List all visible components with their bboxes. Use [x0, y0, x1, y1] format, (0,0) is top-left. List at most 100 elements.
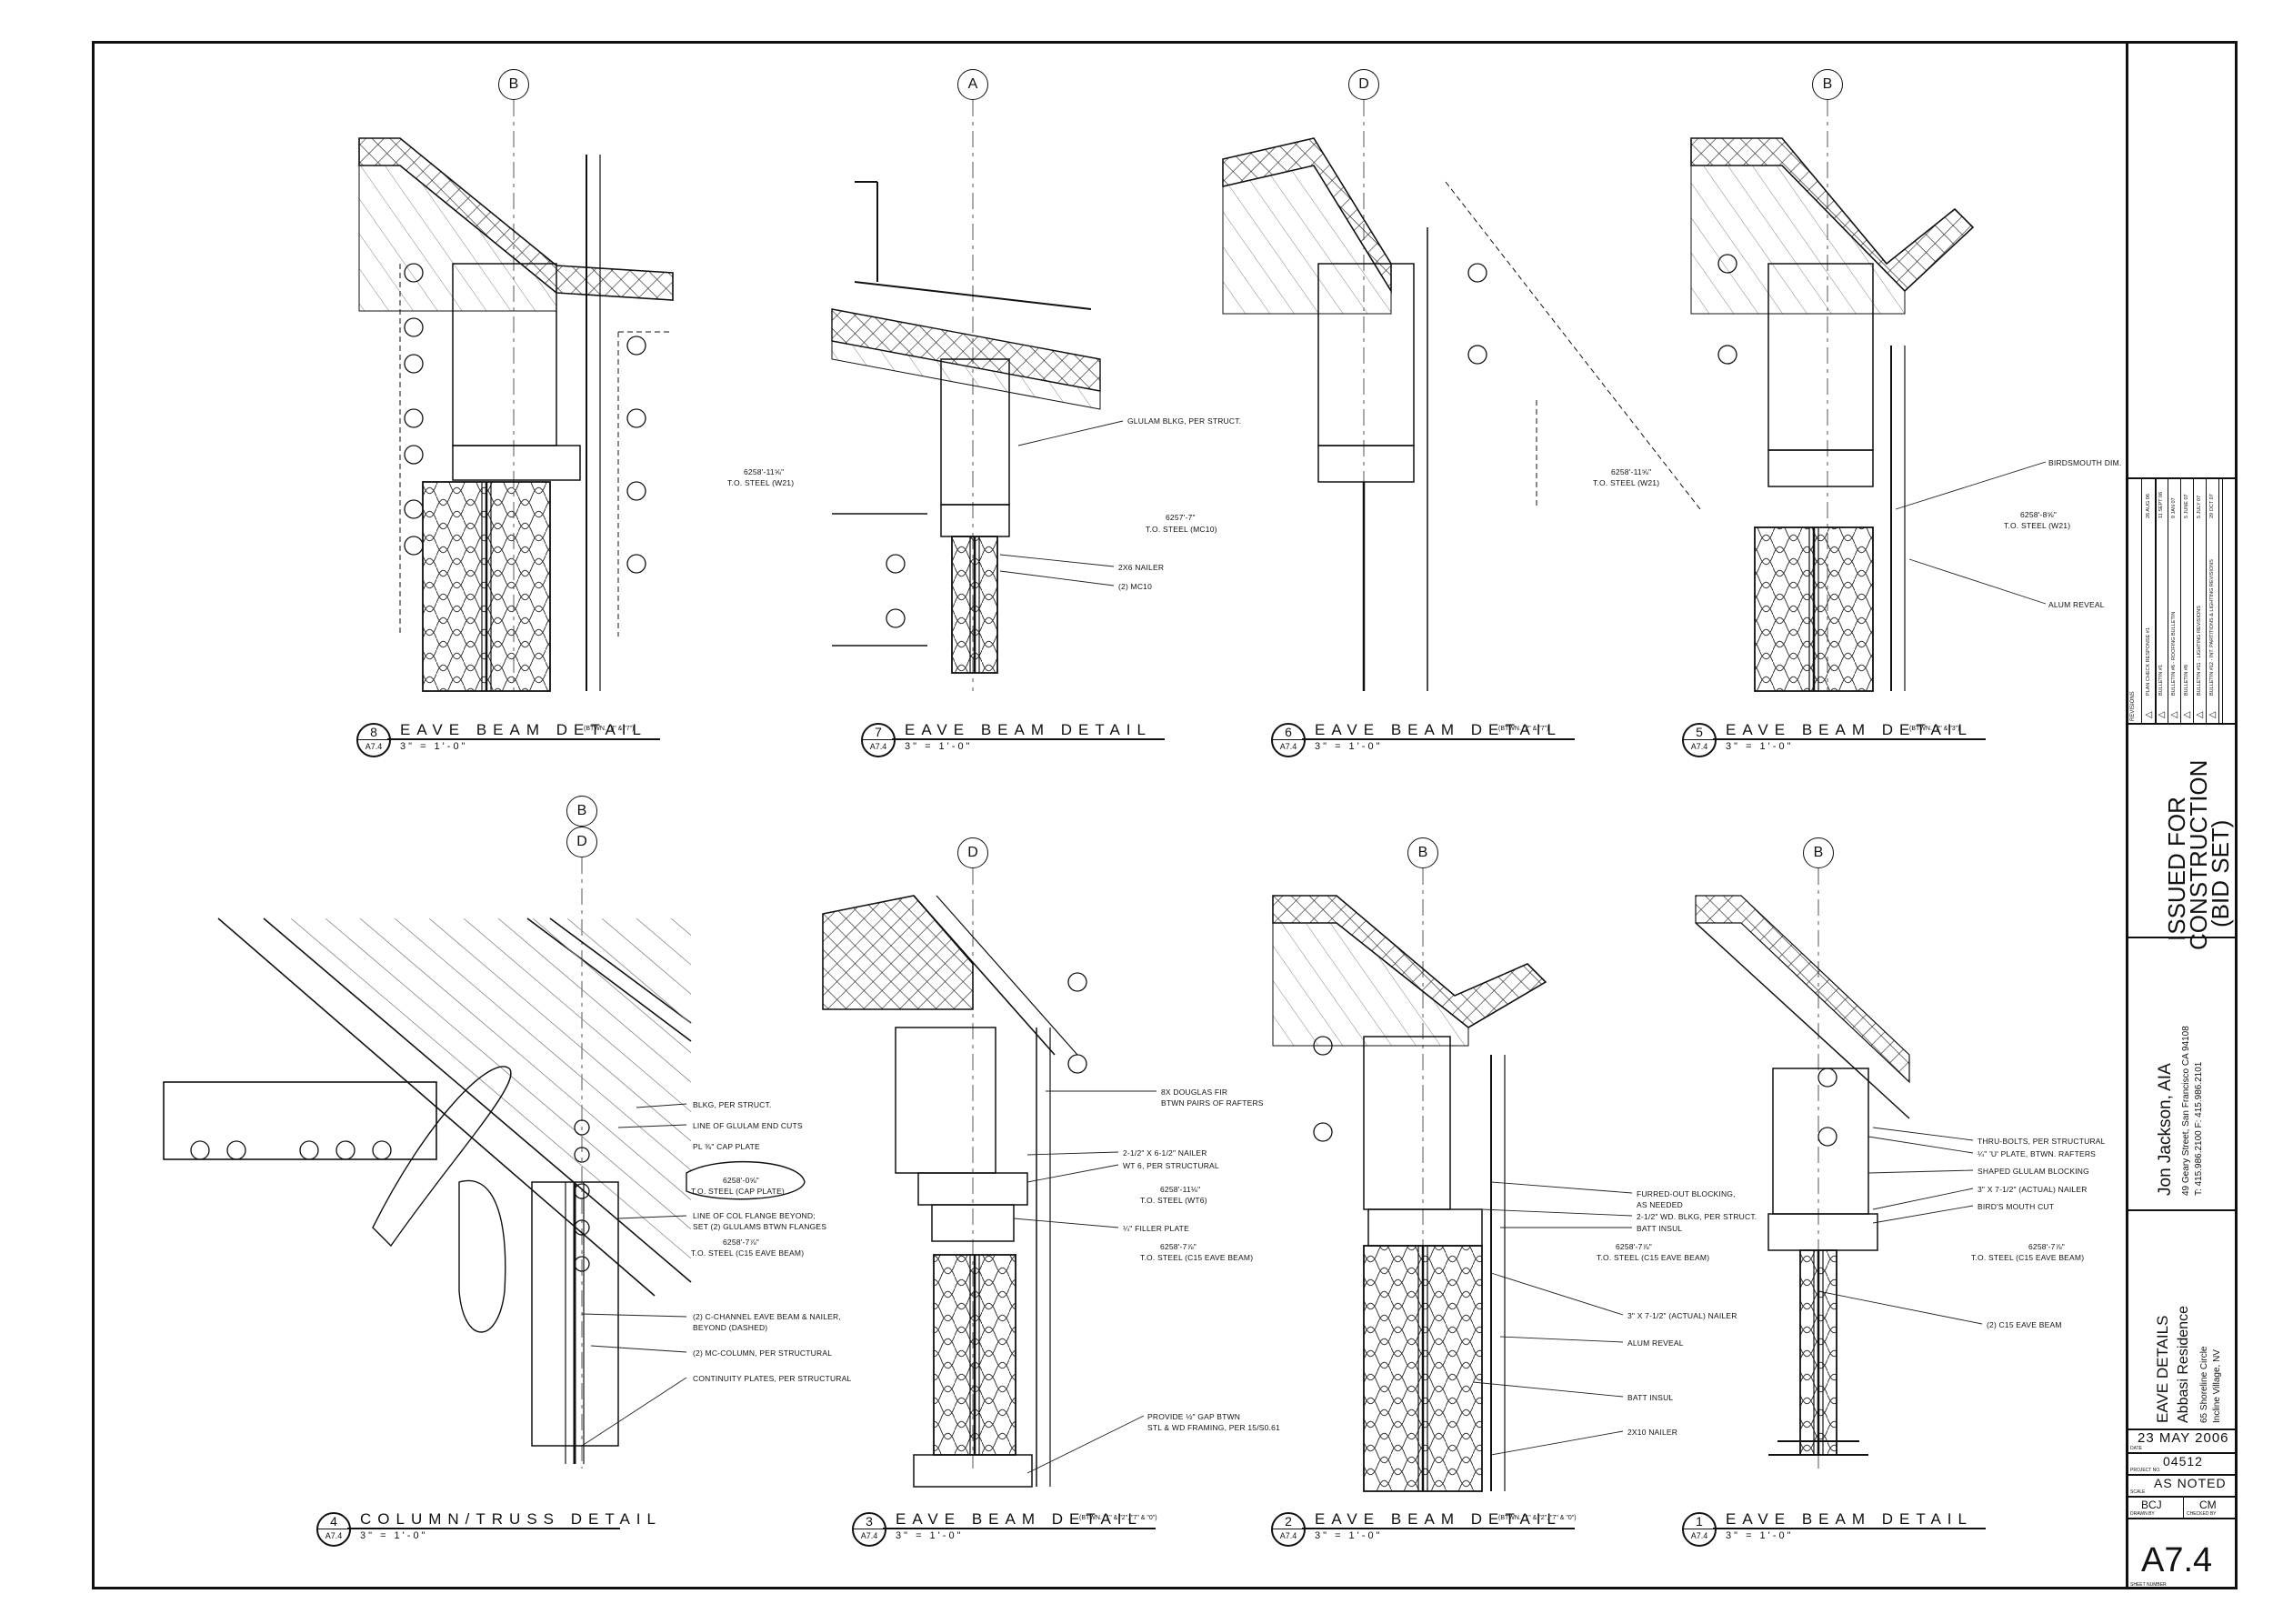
detail-sheet-ref: A7.4	[365, 742, 383, 751]
drafting-line	[1481, 1208, 1633, 1217]
d5-elevation: 6258'-8⅝"	[2020, 510, 2057, 519]
bolt-hole	[886, 554, 906, 574]
framing-member	[1767, 449, 1874, 487]
detail-title: EAVE BEAM DETAIL	[905, 721, 1152, 738]
d2-elevation: 6258'-7⅞"	[1616, 1242, 1652, 1251]
drafting-line	[1872, 1188, 1974, 1210]
drafting-line	[1867, 1169, 1974, 1174]
bolt-hole	[404, 445, 424, 465]
revision-cloud	[686, 1161, 806, 1200]
detail-title-underline	[1713, 1528, 1986, 1529]
bolt-hole	[1717, 345, 1737, 365]
d8-elevation-sub: T.O. STEEL (W21)	[727, 478, 795, 487]
framing-member	[452, 445, 581, 481]
d1-elevation-sub: T.O. STEEL (C15 EAVE BEAM)	[1971, 1253, 2085, 1262]
detail-title: COLUMN/TRUSS DETAIL	[360, 1510, 662, 1528]
drafting-line	[1490, 1181, 1633, 1194]
detail-scale: 3" = 1'-0"	[1726, 1530, 1794, 1541]
drafting-line	[394, 917, 692, 1171]
bolt-hole	[190, 1140, 210, 1160]
project-no-label: PROJECT NO.	[2130, 1468, 2161, 1473]
drafting-line	[581, 1313, 687, 1318]
revision-cloud	[458, 1179, 506, 1333]
drafting-line	[497, 917, 692, 1083]
d2-note-batt: BATT INSUL	[1637, 1224, 1683, 1233]
drafting-line	[670, 917, 692, 937]
revision-date: 29 OCT 07	[2209, 494, 2215, 518]
detail-title-underline	[1302, 1528, 1575, 1529]
bolt-hole	[1313, 1036, 1333, 1056]
detail-number: 4	[318, 1514, 349, 1529]
detail-sheet-ref: A7.4	[325, 1531, 343, 1540]
d3-note-fir: 8X DOUGLAS FIR	[1161, 1088, 1228, 1097]
bolt-hole	[1817, 1068, 1837, 1088]
d1-note-glulam: SHAPED GLULAM BLOCKING	[1978, 1167, 2089, 1176]
d3-note-gap-2: STL & WD FRAMING, PER 15/S0.61	[1147, 1423, 1280, 1432]
detail-sheet-ref: A7.4	[1690, 1531, 1708, 1540]
sheet-number: A7.4	[2141, 1541, 2213, 1579]
detail-subtitle: (BTWN. "2" & "3")	[1909, 726, 1960, 732]
detail-number: 1	[1684, 1514, 1715, 1529]
d4-elevation-2-sub: T.O. STEEL (C15 EAVE BEAM)	[691, 1248, 805, 1258]
d3-note-filler: ¼" FILLER PLATE	[1123, 1224, 1189, 1233]
d1-note-nailer: 3" X 7-1/2" (ACTUAL) NAILER	[1978, 1185, 2088, 1194]
d2-note-furred: FURRED-OUT BLOCKING,	[1637, 1189, 1736, 1198]
project-address-1: 65 Shoreline Circle	[2199, 1346, 2209, 1424]
drafting-line	[1872, 1127, 1974, 1141]
revision-date: 5 JULY 07	[2197, 495, 2202, 518]
detail-scale: 3" = 1'-0"	[400, 741, 468, 752]
revision-description: BULLETIN #1	[2158, 665, 2164, 696]
d5-note-reveal: ALUM REVEAL	[2048, 600, 2105, 609]
grid-line-bubble: D	[566, 827, 597, 857]
drafting-line	[1026, 1164, 1119, 1183]
bolt-hole	[574, 1256, 590, 1272]
grid-line-bubble: B	[1803, 837, 1834, 868]
bolt-hole	[1717, 254, 1737, 274]
drafting-line	[636, 1103, 687, 1108]
d4-note-column: (2) MC-COLUMN, PER STRUCTURAL	[693, 1348, 833, 1358]
d3-elevation-2: 6258'-7⅞"	[1160, 1242, 1197, 1251]
project-name: Abbasi Residence	[2176, 1306, 2191, 1423]
bolt-hole	[1067, 972, 1087, 992]
drafting-line	[1445, 181, 1701, 510]
d7-note-glulam: GLULAM BLKG, PER STRUCT.	[1127, 416, 1242, 426]
bolt-hole	[335, 1140, 355, 1160]
revision-description: BULLETIN #8	[2184, 665, 2189, 696]
project-no-value: 04512	[2163, 1454, 2203, 1469]
d3-elevation-sub: T.O. STEEL (WT6)	[1140, 1196, 1207, 1205]
detail-subtitle: (BTWN. "2" & "7")	[1498, 726, 1549, 732]
detail-sheet-ref: A7.4	[869, 742, 887, 751]
detail-number: 2	[1273, 1514, 1304, 1529]
d7-elevation: 6257'-7"	[1166, 513, 1196, 522]
bolt-hole	[1467, 263, 1487, 283]
framing-member	[931, 1204, 1015, 1242]
d6-elevation: 6258'-11⅝"	[1611, 467, 1652, 476]
d2-note-furred-2: AS NEEDED	[1637, 1200, 1683, 1209]
d3-note-gap: PROVIDE ½" GAP BTWN	[1147, 1412, 1241, 1421]
architect-name: Jon Jackson, AIA	[2156, 1063, 2175, 1196]
bolt-hole	[404, 354, 424, 374]
d7-elevation-sub: T.O. STEEL (MC10)	[1146, 525, 1217, 534]
detail-number: 5	[1684, 725, 1715, 740]
roof-section	[831, 340, 1101, 410]
detail-sheet-ref: A7.4	[860, 1531, 878, 1540]
bolt-hole	[404, 263, 424, 283]
detail-title: EAVE BEAM DETAIL	[1726, 721, 1973, 738]
revision-triangle-icon: △	[2144, 711, 2154, 718]
revisions-label: REVISIONS	[2130, 691, 2136, 721]
d5-note-birdsmouth: BIRDSMOUTH DIM.	[2048, 458, 2122, 467]
detail-title-underline	[1302, 738, 1575, 740]
d4-note-flange: LINE OF COL FLANGE BEYOND;	[693, 1211, 816, 1220]
drafting-line	[1026, 1415, 1145, 1474]
detail-scale: 3" = 1'-0"	[896, 1530, 964, 1541]
d2-note-batt-2: BATT INSUL	[1627, 1393, 1674, 1402]
sheet-border	[92, 41, 2238, 1589]
d2-note-2x10: 2X10 NAILER	[1627, 1428, 1678, 1437]
drafting-line	[1872, 1205, 1974, 1224]
d7-note-mc10: (2) MC10	[1118, 582, 1153, 591]
roof-section	[1272, 922, 1469, 1047]
scale-value: AS NOTED	[2154, 1476, 2227, 1490]
